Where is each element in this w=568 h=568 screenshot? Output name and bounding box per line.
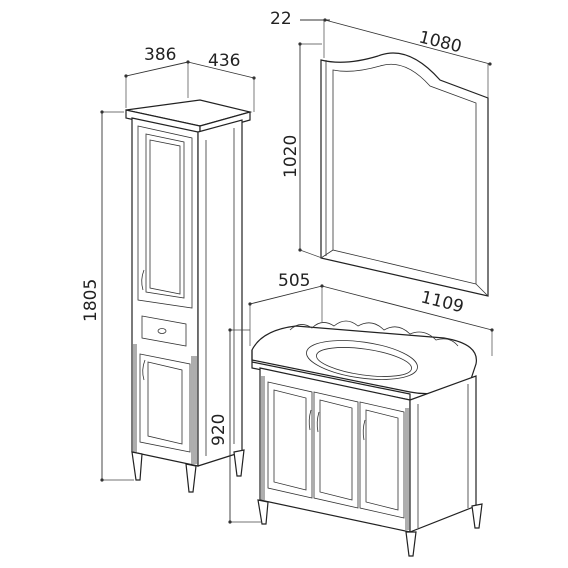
vanity (251, 320, 483, 557)
vanity-dimension-lines (228, 284, 494, 524)
mirror (320, 52, 489, 297)
mirror-depth-label: 22 (270, 9, 292, 29)
mirror-width-label: 1080 (417, 27, 464, 57)
vanity-side-stripes (261, 376, 409, 530)
mirror-dimension-lines (298, 18, 492, 259)
cabinet-base-stripes (133, 344, 197, 464)
cabinet-width-label: 386 (144, 45, 176, 65)
mirror-height-label: 1020 (281, 135, 301, 178)
cabinet-depth-label: 436 (208, 51, 240, 71)
vanity-height-label: 920 (209, 414, 229, 446)
vanity-depth-label: 505 (278, 271, 310, 291)
tall-cabinet (125, 99, 253, 493)
cabinet-height-label: 1805 (81, 279, 101, 322)
cabinet-dimension-lines (100, 60, 256, 482)
